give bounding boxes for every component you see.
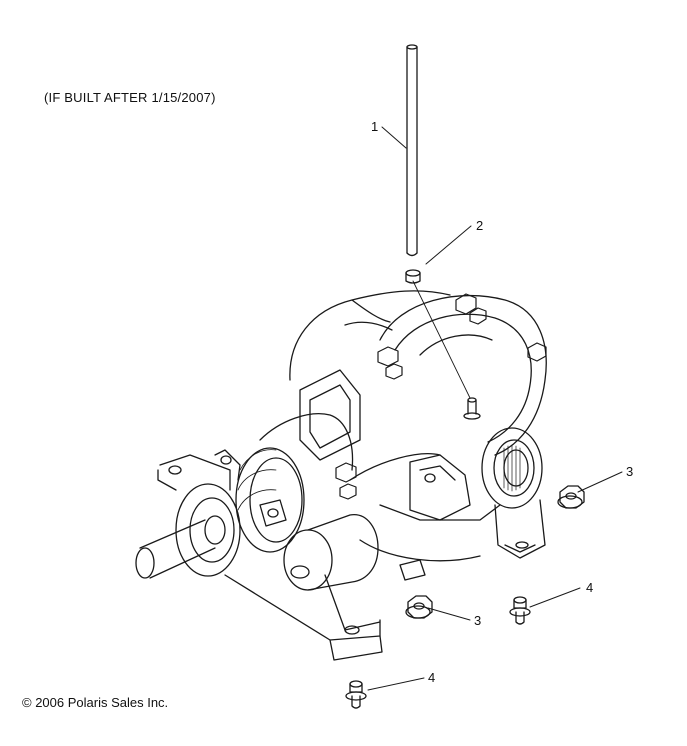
copyright-text: © 2006 Polaris Sales Inc. (22, 695, 169, 710)
bolt-part-4-right (509, 596, 531, 625)
gearcase-body (135, 290, 547, 661)
callout-3-right: 3 (626, 464, 634, 479)
flange-nut-part-3-right (557, 485, 585, 509)
vent-fitting-part-2 (405, 269, 421, 284)
vent-tube-part-1 (406, 44, 418, 257)
leader-lines (367, 126, 623, 691)
callout-4-right: 4 (586, 580, 594, 595)
callout-4-bottom: 4 (428, 670, 436, 685)
callout-2: 2 (476, 218, 484, 233)
flange-nut-part-3-bottom (405, 595, 433, 619)
callout-3-bottom: 3 (474, 613, 482, 628)
callout-1: 1 (371, 119, 379, 134)
bolt-part-4-bottom (345, 680, 367, 709)
build-date-note: (IF BUILT AFTER 1/15/2007) (44, 90, 216, 105)
